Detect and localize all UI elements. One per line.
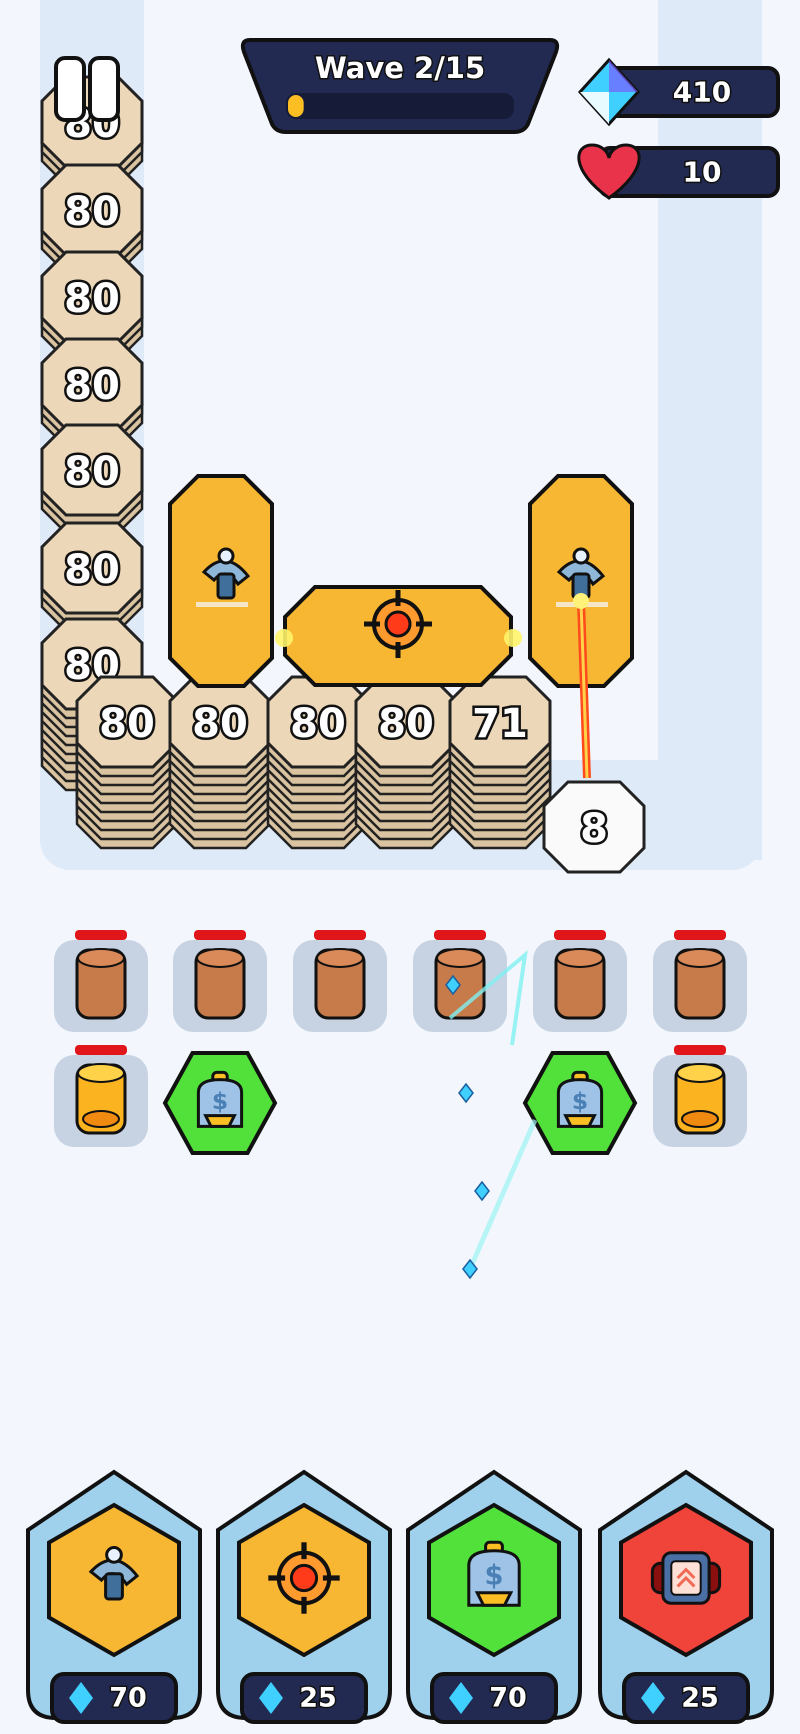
tile-hp: 80 <box>64 449 120 495</box>
enemy-tile[interactable]: 80 <box>168 675 272 850</box>
enemy-tile[interactable]: 80 <box>266 675 370 850</box>
price: 25 <box>681 1683 719 1714</box>
enemy-tile[interactable]: 80 <box>40 423 144 535</box>
heart-icon <box>577 143 641 200</box>
enemy-tile[interactable]: 80 <box>40 337 144 449</box>
tile-hp: 8 <box>580 806 608 852</box>
health-bar <box>75 930 127 940</box>
tower-slot-barrel[interactable] <box>293 930 387 1032</box>
cannon-tower[interactable] <box>168 474 274 688</box>
tile-hp: 80 <box>99 701 155 747</box>
tile-hp: 71 <box>472 701 528 747</box>
tile-hp: 80 <box>64 189 120 235</box>
tower-slot-barrel[interactable] <box>533 930 627 1032</box>
svg-text:$: $ <box>572 1087 588 1115</box>
health-bar <box>314 930 366 940</box>
wave-progress-track <box>286 93 514 119</box>
wave-label: Wave 2/15 <box>315 51 485 85</box>
svg-text:$: $ <box>485 1560 504 1591</box>
enemy-tile[interactable]: 71 <box>448 675 552 850</box>
target-tower[interactable] <box>275 585 522 687</box>
tower-slot-coin[interactable] <box>54 1045 148 1147</box>
tile-hp: 80 <box>64 276 120 322</box>
tower-slot-barrel[interactable] <box>54 930 148 1032</box>
shop-card-bank[interactable]: $70 <box>406 1469 582 1724</box>
tower-slot-bank[interactable]: $ <box>162 1051 278 1155</box>
gem-drops <box>445 950 538 1280</box>
tile-hp: 80 <box>64 547 120 593</box>
gem-drop-icon[interactable] <box>445 974 461 996</box>
shop-card-target[interactable]: 25 <box>216 1469 392 1724</box>
tower-slot-barrel[interactable] <box>653 930 747 1032</box>
gem-drop-icon[interactable] <box>458 1082 474 1104</box>
price: 70 <box>109 1683 147 1714</box>
price: 70 <box>489 1683 527 1714</box>
enemy-tile[interactable]: 80 <box>75 675 179 850</box>
health-bar <box>674 1045 726 1055</box>
shop-card-upgrade[interactable]: 25 <box>598 1469 774 1724</box>
svg-text:$: $ <box>212 1087 228 1115</box>
health-bar <box>674 930 726 940</box>
health-bar <box>434 930 486 940</box>
price: 25 <box>299 1683 337 1714</box>
tile-hp: 80 <box>290 701 346 747</box>
gem-icon <box>449 1682 473 1714</box>
gem-counter: 410 <box>577 57 780 127</box>
health-bar <box>194 930 246 940</box>
enemy-tile[interactable]: 8 <box>542 780 646 874</box>
tower-slot-barrel[interactable] <box>173 930 267 1032</box>
health-bar <box>75 1045 127 1055</box>
gem-count: 410 <box>673 76 731 109</box>
tower-slot-bank[interactable]: $ <box>522 1051 638 1155</box>
gem-drop-icon[interactable] <box>474 1180 490 1202</box>
tower-shop: 70 25 $70 25 <box>26 1469 774 1724</box>
lives-count: 10 <box>683 156 722 189</box>
pause-button[interactable] <box>54 56 120 122</box>
health-bar <box>554 930 606 940</box>
gem-icon <box>259 1682 283 1714</box>
enemy-tile[interactable]: 80 <box>40 521 144 633</box>
enemy-tile[interactable]: 80 <box>354 675 458 850</box>
gem-icon <box>69 1682 93 1714</box>
wave-panel: Wave 2/15 <box>240 38 560 134</box>
lives-counter: 10 <box>577 143 780 200</box>
wave-progress-fill <box>288 95 304 117</box>
shop-card-cannon[interactable]: 70 <box>26 1469 202 1724</box>
tower-slot-coin[interactable] <box>653 1045 747 1147</box>
gem-icon <box>641 1682 665 1714</box>
gem-drop-icon[interactable] <box>462 1258 478 1280</box>
tile-hp: 80 <box>64 363 120 409</box>
tile-hp: 80 <box>192 701 248 747</box>
tile-hp: 80 <box>378 701 434 747</box>
